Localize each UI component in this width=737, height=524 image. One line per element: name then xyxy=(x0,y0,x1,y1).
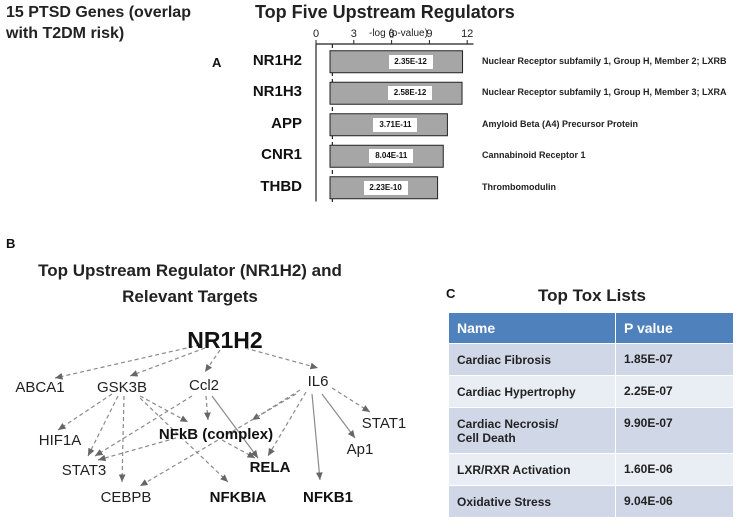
x-tick-label: 9 xyxy=(426,28,432,40)
figure-caption: 15 PTSD Genes (overlap with T2DM risk) xyxy=(6,2,206,44)
edge-il6-nfkb xyxy=(251,389,301,421)
gene-description: Cannabinoid Receptor 1 xyxy=(482,150,586,161)
node-ccl2: Ccl2 xyxy=(189,377,219,394)
node-nfkb1: NFKB1 xyxy=(303,489,353,506)
edge-il6-ap1 xyxy=(321,393,356,439)
tox-pvalue-cell: 1.85E-07 xyxy=(615,343,734,376)
panel-b-title: Top Upstream Regulator (NR1H2) and Relev… xyxy=(10,258,370,310)
edge-gsk3b-nfkb xyxy=(139,395,189,423)
edge-il6-stat1 xyxy=(331,387,371,413)
gene-description: Amyloid Beta (A4) Precursor Protein xyxy=(482,118,639,129)
node-cebpb: CEBPB xyxy=(101,489,152,506)
edge-nfkb-rela xyxy=(221,439,256,459)
tox-name-cell: LXR/RXR Activation xyxy=(448,453,616,486)
node-abca1: ABCA1 xyxy=(15,379,64,396)
gene-label-app: APP xyxy=(271,114,302,132)
panel-c-letter: C xyxy=(446,286,456,301)
panel-c-title: Top Tox Lists xyxy=(538,286,646,305)
edge-nr1h2-gsk3b xyxy=(129,347,206,377)
x-tick-label: 0 xyxy=(313,28,319,40)
x-tick-label: 6 xyxy=(389,28,395,40)
gene-label-nr1h3: NR1H3 xyxy=(252,83,302,101)
node-stat3: STAT3 xyxy=(62,462,106,479)
edge-il6-rela xyxy=(267,391,307,457)
network-edges xyxy=(54,344,371,487)
gene-label-nr1h2: NR1H2 xyxy=(252,51,302,69)
tox-table-header-row: Name P value xyxy=(448,312,734,344)
gene-label-thbd: THBD xyxy=(260,177,302,195)
panel-b-letter: B xyxy=(6,236,16,251)
edge-ccl2-nfkb xyxy=(204,395,211,421)
edge-gsk3b-nfkbia xyxy=(139,397,229,483)
panel-b-title-line-2: Relevant Targets xyxy=(122,287,258,306)
tox-name-cell: Oxidative Stress xyxy=(448,485,616,518)
tox-pvalue-cell: 2.25E-07 xyxy=(615,375,734,408)
node-il6: IL6 xyxy=(308,373,329,390)
edge-gsk3b-stat3 xyxy=(87,395,119,457)
edge-gsk3b-hif1a xyxy=(57,393,113,431)
tox-name-cell: Cardiac Hypertrophy xyxy=(448,375,616,408)
tox-pvalue-cell: 9.90E-07 xyxy=(615,407,734,454)
bar-value-label: 2.35E-12 xyxy=(388,54,433,69)
network-nodes: NR1H2 ABCA1 GSK3B Ccl2 IL6 HIF1A NFkB (c… xyxy=(15,327,406,506)
bar-value-label: 8.04E-11 xyxy=(369,149,414,164)
panel-b-title-line-1: Top Upstream Regulator (NR1H2) and xyxy=(38,261,342,280)
node-gsk3b: GSK3B xyxy=(97,379,147,396)
node-stat1: STAT1 xyxy=(362,415,406,432)
gene-description: Nuclear Receptor subfamily 1, Group H, M… xyxy=(482,55,727,66)
bar-value-label: 3.71E-11 xyxy=(373,117,418,132)
tox-pvalue-cell: 1.60E-06 xyxy=(615,453,734,486)
gene-label-cnr1: CNR1 xyxy=(261,146,302,164)
bar-value-label: 2.23E-10 xyxy=(363,180,408,195)
x-axis-title: -log (p-value) xyxy=(369,28,428,39)
node-nfkbia: NFKBIA xyxy=(210,489,267,506)
bar-value-label: 2.58E-12 xyxy=(388,86,433,101)
caption-line-2: with T2DM risk) xyxy=(6,25,125,42)
caption-line-1: 15 PTSD Genes (overlap xyxy=(6,4,191,21)
panel-a-title: Top Five Upstream Regulators xyxy=(255,2,515,22)
x-tick-label: 12 xyxy=(461,28,473,40)
edge-nr1h2-ccl2 xyxy=(204,349,221,373)
network-diagram: NR1H2 ABCA1 GSK3B Ccl2 IL6 HIF1A NFkB (c… xyxy=(15,327,406,506)
node-rela: RELA xyxy=(250,459,291,476)
tox-name-cell: Cardiac Necrosis/Cell Death xyxy=(448,407,616,454)
node-nr1h2: NR1H2 xyxy=(187,327,262,353)
edge-il6-cebpb xyxy=(139,393,297,487)
edge-ccl2-stat3 xyxy=(94,395,193,457)
edge-gsk3b-cebpb xyxy=(118,395,126,483)
tox-pvalue-cell: 9.04E-06 xyxy=(615,485,734,518)
edge-nr1h2-abca1 xyxy=(54,344,201,380)
x-tick-label: 3 xyxy=(351,28,357,40)
panel-a-letter: A xyxy=(212,55,222,70)
edge-nr1h2-il6 xyxy=(244,347,319,370)
edge-il6-nfkb1 xyxy=(311,393,323,481)
x-axis-ticks: 0 3 6 9 12 xyxy=(313,28,473,44)
tox-name-cell: Cardiac Fibrosis xyxy=(448,343,616,376)
node-nfkb-complex: NFkB (complex) xyxy=(159,426,273,443)
node-hif1a: HIF1A xyxy=(39,432,82,449)
edge-ccl2-rela xyxy=(211,395,259,459)
node-ap1: Ap1 xyxy=(347,441,374,458)
tox-header-name: Name xyxy=(448,312,616,344)
tox-header-pvalue: P value xyxy=(615,312,734,344)
gene-description: Thrombomodulin xyxy=(482,181,556,192)
gene-description: Nuclear Receptor subfamily 1, Group H, M… xyxy=(482,87,727,98)
